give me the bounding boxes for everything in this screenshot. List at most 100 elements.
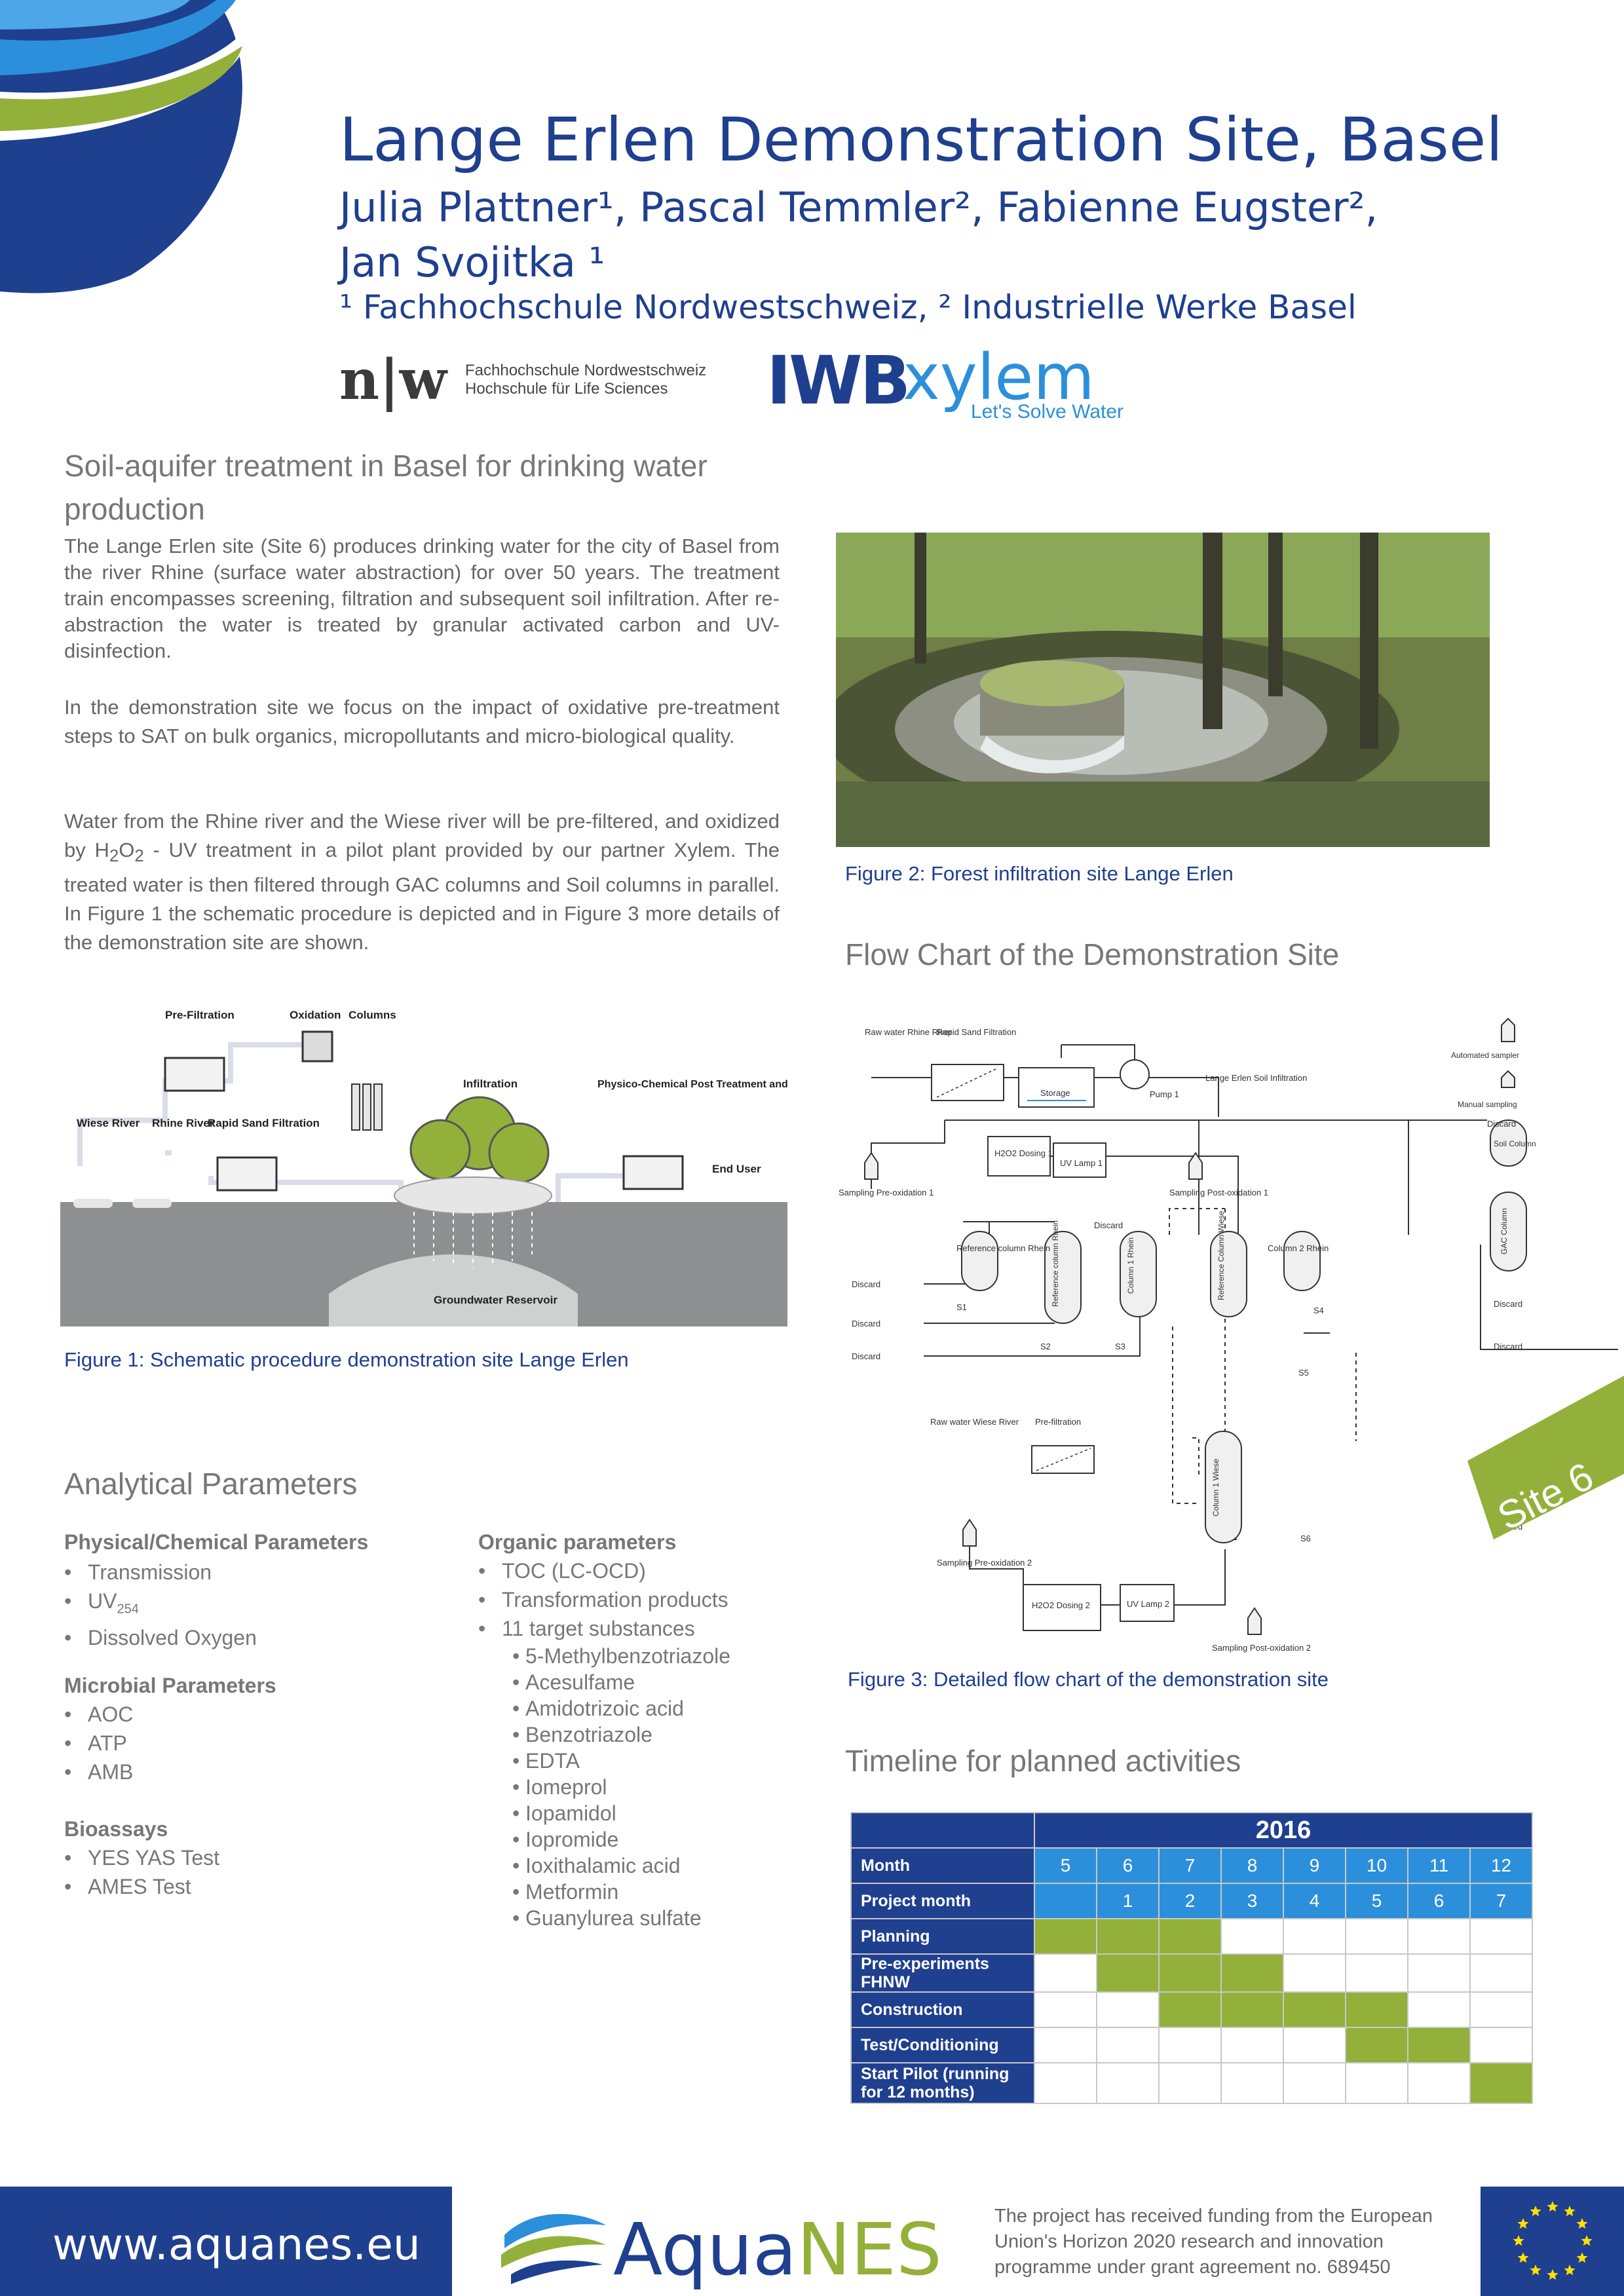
timeline-empty-cell	[1469, 1991, 1534, 2028]
timeline-active-cell	[1407, 2027, 1471, 2063]
timeline-activity-label: Pre-experiments FHNW	[850, 1953, 1035, 1993]
analytical-heading: Analytical Parameters	[64, 1467, 358, 1501]
fc-discard-2: Discard	[1094, 1220, 1123, 1230]
timeline-activity-row: Pre-experiments FHNW	[850, 1953, 1534, 1993]
timeline-empty-cell	[1096, 1991, 1160, 2028]
timeline-empty-cell	[1345, 2062, 1408, 2104]
list-item: Guanylurea sulfate	[512, 1905, 730, 1931]
physchem-list: Transmission UV254 Dissolved Oxygen	[64, 1558, 257, 1652]
bioassays-list: YES YAS Test AMES Test	[64, 1843, 219, 1901]
fc-h2o2-2: H2O2 Dosing 2	[1032, 1600, 1090, 1610]
timeline-active-cell	[1283, 1991, 1346, 2028]
timeline-active-cell	[1158, 1991, 1222, 2028]
eu-star	[1564, 2265, 1576, 2276]
footer-url[interactable]: www.aquanes.eu	[52, 2219, 421, 2270]
list-item: Benzotriazole	[512, 1722, 730, 1748]
eu-star	[1517, 2218, 1529, 2229]
timeline-empty-cell	[1158, 2027, 1222, 2063]
authors: Julia Plattner¹, Pascal Temmler², Fabien…	[339, 180, 1378, 290]
fig1-label-rhine: Rhine River	[152, 1117, 214, 1129]
organic-title: Organic parameters	[478, 1530, 677, 1554]
timeline-month-cell: 12	[1469, 1847, 1534, 1884]
figure-1-caption: Figure 1: Schematic procedure demonstrat…	[64, 1348, 629, 1371]
list-item: AOC	[64, 1700, 133, 1729]
intro-heading: Soil-aquifer treatment in Basel for drin…	[64, 449, 708, 526]
fc-discard-4: Discard	[852, 1319, 880, 1328]
timeline-empty-cell	[1283, 1918, 1346, 1955]
list-item: AMB	[64, 1758, 133, 1786]
eu-star	[1530, 2206, 1541, 2217]
figure-2-caption: Figure 2: Forest infiltration site Lange…	[845, 862, 1234, 885]
fhnw-logo-text: Fachhochschule Nordwestschweiz Hochschul…	[465, 362, 706, 398]
timeline-active-cell	[1220, 1991, 1284, 2028]
microbial-list: AOC ATP AMB	[64, 1700, 133, 1786]
timeline-activity-row: Test/Conditioning	[850, 2027, 1534, 2063]
timeline-project-label: Project month	[850, 1883, 1035, 1919]
fc-ref-col-rhein: Reference column Rhein	[1051, 1220, 1060, 1307]
fc-ref-wiese: Reference Column Wiese	[1217, 1211, 1226, 1300]
fc-col1-rhein: Column 1 Rhein	[1126, 1237, 1135, 1294]
timeline-active-cell	[1096, 1953, 1160, 1993]
fc-prefiltration: Pre-filtration	[1035, 1417, 1081, 1427]
timeline-empty-cell	[1407, 1991, 1471, 2028]
fc-pump: Pump 1	[1150, 1089, 1179, 1099]
list-item: Metformin	[512, 1879, 730, 1905]
fc-discard-7: Discard	[1494, 1342, 1522, 1351]
timeline-empty-cell	[1345, 1953, 1408, 1993]
timeline-active-cell	[1034, 1918, 1097, 1955]
eu-star	[1530, 2265, 1541, 2276]
physchem-title: Physical/Chemical Parameters	[64, 1530, 369, 1554]
fc-discard-3: Discard	[852, 1279, 880, 1289]
fig1-label-wiese: Wiese River	[77, 1117, 140, 1129]
timeline-empty-cell	[1220, 1918, 1284, 1955]
figure-3-caption: Figure 3: Detailed flow chart of the dem…	[848, 1668, 1329, 1691]
eu-star	[1576, 2252, 1588, 2263]
timeline-active-cell	[1469, 2062, 1534, 2104]
intro-paragraph-3: Water from the Rhine river and the Wiese…	[64, 810, 780, 954]
timeline-month-cell: 8	[1220, 1847, 1284, 1884]
timeline-empty-cell	[1283, 2062, 1346, 2104]
timeline-empty-cell	[1158, 2062, 1222, 2104]
fig1-label-groundwater: Groundwater Reservoir	[434, 1294, 557, 1306]
list-item: Iopamidol	[512, 1800, 730, 1826]
eu-flag-icon	[1481, 2187, 1624, 2296]
fhnw-logo-mark: n|w	[339, 347, 447, 412]
list-item: Transmission	[64, 1558, 257, 1587]
fc-legend-gac: GAC Column	[1500, 1208, 1509, 1254]
list-item: Dissolved Oxygen	[64, 1623, 257, 1652]
fc-ref-rhein: Reference column Rhein	[956, 1243, 1050, 1253]
fc-s4: S4	[1313, 1306, 1324, 1315]
timeline-month-cell: 10	[1345, 1847, 1408, 1884]
fc-s2: S2	[1040, 1342, 1051, 1351]
list-item: Iomeprol	[512, 1774, 730, 1800]
timeline-empty-cell	[1407, 2062, 1471, 2104]
list-item: YES YAS Test	[64, 1843, 219, 1872]
fc-uv2: UV Lamp 2	[1127, 1599, 1169, 1609]
timeline-empty-cell	[1034, 2062, 1097, 2104]
schematic-procedure-diagram: Pre-Filtration Oxidation Columns Infiltr…	[60, 1009, 787, 1327]
eu-star	[1513, 2235, 1524, 2246]
timeline-month-cell: 7	[1158, 1847, 1222, 1884]
fig1-label-columns: Columns	[349, 1009, 396, 1021]
timeline-project-cell: 7	[1469, 1883, 1534, 1919]
xylem-logo: xylem	[903, 341, 1095, 414]
timeline-active-cell	[1158, 1953, 1222, 1993]
microbial-title: Microbial Parameters	[64, 1674, 276, 1697]
fc-uv1: UV Lamp 1	[1060, 1158, 1103, 1168]
eu-star	[1547, 2269, 1558, 2280]
list-item: Amidotrizoic acid	[512, 1695, 730, 1722]
intro-paragraph-2: In the demonstration site we focus on th…	[64, 696, 780, 747]
list-item: Ioxithalamic acid	[512, 1853, 730, 1879]
timeline-empty-cell	[1034, 2027, 1097, 2063]
timeline-project-cell: 1	[1096, 1883, 1160, 1919]
timeline-active-cell	[1158, 1918, 1222, 1955]
timeline-active-cell	[1220, 1953, 1284, 1993]
timeline-empty-cell	[1469, 1953, 1534, 1993]
forest-infiltration-photo	[836, 533, 1490, 847]
fc-s3: S3	[1115, 1342, 1125, 1351]
timeline-month-cell: 9	[1283, 1847, 1346, 1884]
fhnw-line-2: Hochschule für Life Sciences	[465, 380, 668, 398]
